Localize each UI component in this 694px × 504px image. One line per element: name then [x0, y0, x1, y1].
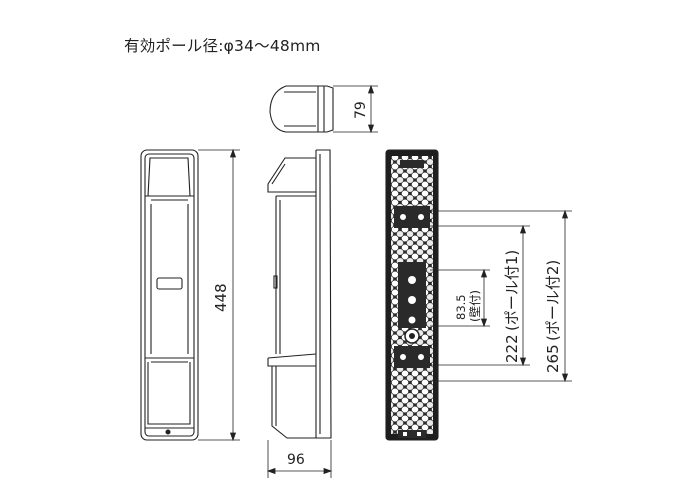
dimension-height-label: 448 [212, 283, 230, 312]
pole-diameter-caption: 有効ポール径:φ34〜48mm [124, 37, 321, 55]
dimension-wall-note: (壁付) [468, 290, 482, 322]
dimension-width-label: 96 [287, 452, 305, 468]
dimension-pole-note-1: (ポール付1) [503, 250, 521, 331]
back-view [385, 149, 439, 441]
dimension-extension-lines [430, 210, 572, 382]
dimension-pole-spacing-2-label: 265 [544, 344, 562, 373]
top-view [269, 85, 334, 133]
dimension-depth [333, 84, 378, 134]
dimension-pole-note-2: (ポール付2) [544, 260, 562, 341]
dimension-pole-spacing-2 [561, 209, 569, 383]
dimension-pole-spacing-1-label: 222 [503, 334, 521, 363]
dimension-wall-spacing-label: 83.5 [454, 294, 468, 320]
dimension-depth-label: 79 [353, 101, 369, 119]
side-view [267, 149, 332, 439]
dimension-wall-spacing [480, 268, 488, 328]
dimension-width [266, 440, 333, 478]
dimension-height [198, 148, 240, 442]
front-view [140, 149, 199, 441]
dimension-pole-spacing-1 [519, 224, 527, 367]
